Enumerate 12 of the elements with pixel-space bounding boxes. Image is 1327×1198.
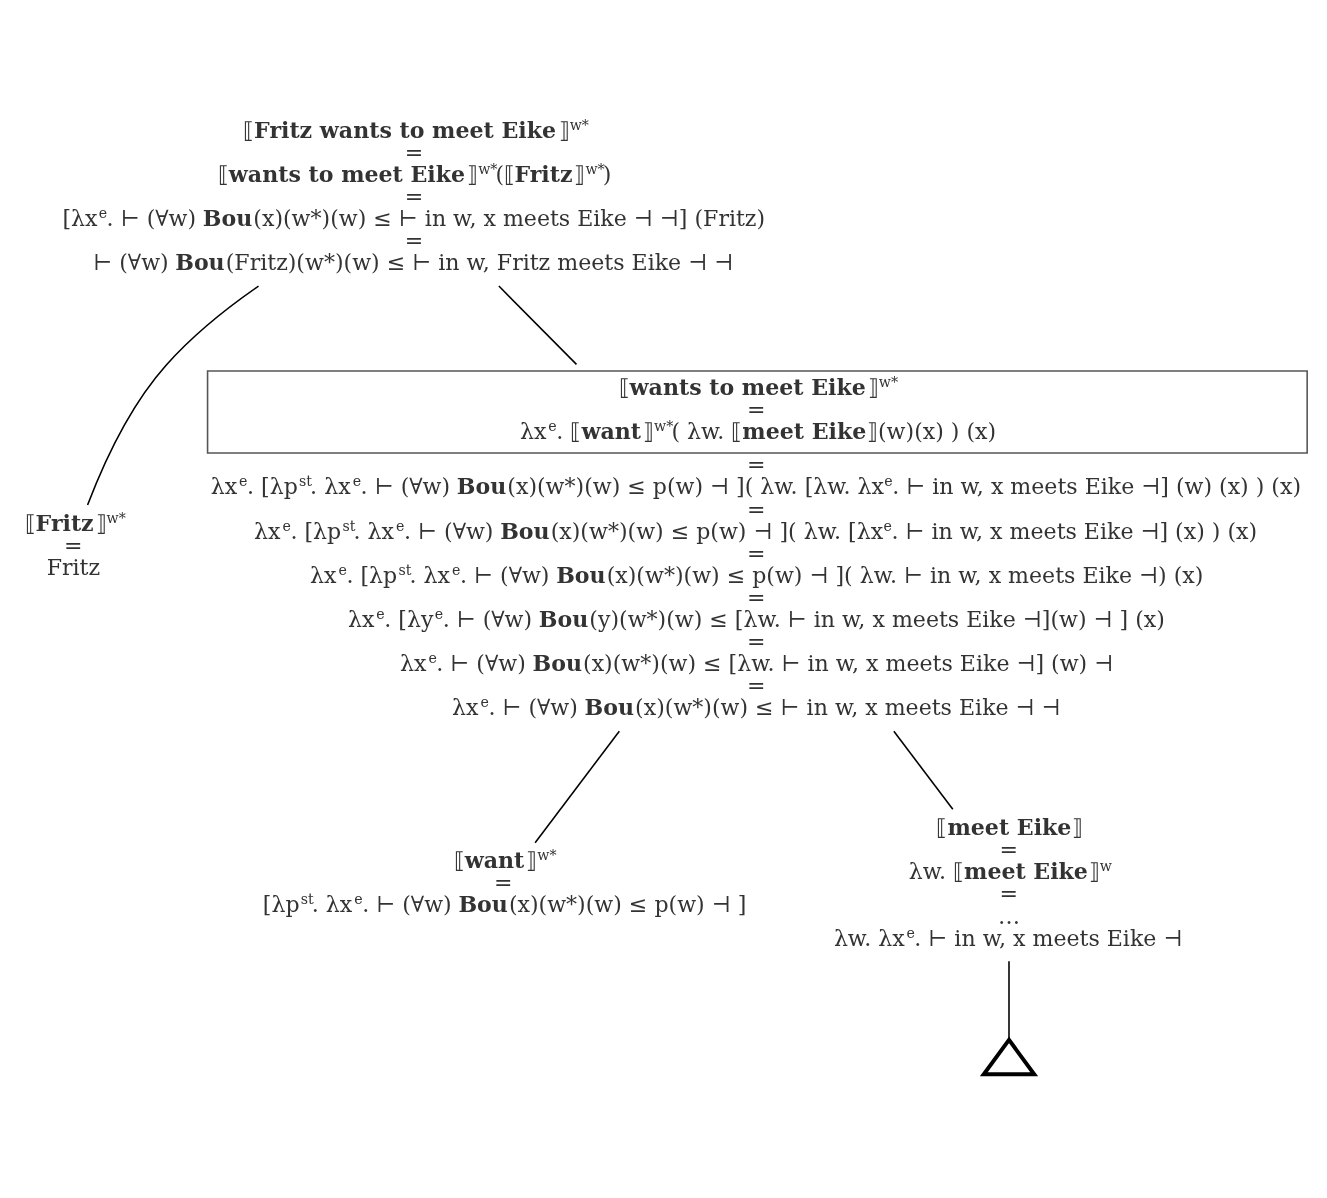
connector — [498, 285, 578, 366]
connector — [1008, 960, 1010, 1041]
node-text: ⟦Fritz wants to meet Eike⟧$^{w*}$ = ⟦wants to meet Eike⟧$^{w*}$(⟦Fritz⟧$^{w*}$) = [λx$^{e}$. ⊢ (∀w) Bou(x)(w*)(w) ≤ ⊢ in w, x meets Eike ⊣ ⊣] (Fritz) = ⊢ (∀w) Bou(Fritz)(w*)(w) ≤ ⊢ in w, Fritz meets Eike ⊣ ⊣ — [62, 116, 766, 276]
node-text: ⟦meet Eike⟧ = λw. ⟦meet Eike⟧$^{w}$ = … λw. λx$^{e}$. ⊢ in w, x meets Eike ⊣ — [833, 814, 1183, 951]
node-box: ⟦wants to meet Eike⟧$^{w*}$ = λx$^{e}$. ⟦want⟧$^{w*}$( λw. ⟦meet Eike⟧(w)(x) ) (x) — [206, 370, 1308, 454]
node-text: ⟦want⟧$^{w*}$ = [λp$^{st}$. λx$^{e}$. ⊢ (∀w) Bou(x)(w*)(w) ≤ p(w) ⊣ ] — [262, 847, 747, 918]
node-text: ⟦Fritz⟧$^{w*}$ = Fritz — [24, 509, 126, 580]
connector — [893, 730, 954, 811]
connector — [534, 730, 621, 844]
node-label: λx$^{e}$. [λy$^{e}$. ⊢ (∀w) Bou(y)(w*)(w) ≤ [λw. ⊢ in w, x meets Eike ⊣](w) ⊣ ] (x) — [347, 605, 1165, 632]
connector — [86, 285, 260, 506]
node-triangle — [979, 1036, 1039, 1077]
